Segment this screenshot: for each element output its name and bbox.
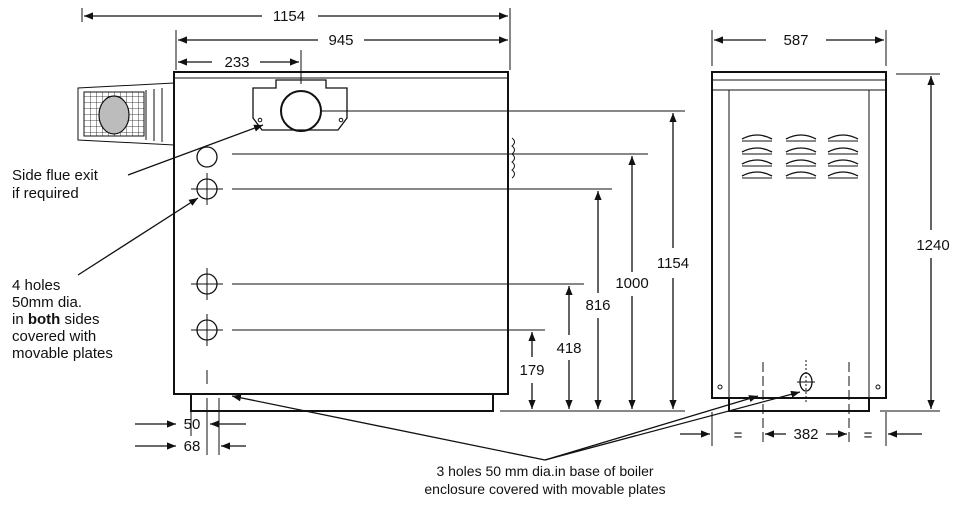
label-holes-1: 4 holes — [12, 277, 60, 294]
front-casing — [173, 71, 509, 395]
louvre-vents — [741, 134, 859, 179]
base-hole — [797, 360, 815, 404]
flue-terminal — [77, 82, 175, 146]
dim-flue-offset: 233 — [224, 54, 249, 71]
label-holes-5: movable plates — [12, 345, 113, 362]
label-holes-3: in both sides — [12, 311, 100, 328]
base-holes-callout: 3 holes 50 mm dia.in base of boiler encl… — [231, 390, 801, 497]
label-holes-4: covered with — [12, 328, 96, 345]
label-side-flue-1: Side flue exit — [12, 167, 99, 184]
front-view: 1154 945 233 1154 1000 816 418 179 50 68 — [12, 8, 689, 455]
dim-height-179: 179 — [519, 362, 544, 379]
dim-side-equal-left: = — [734, 427, 743, 444]
dim-case-width: 945 — [328, 32, 353, 49]
side-hole — [191, 268, 223, 300]
caption-line-2: enclosure covered with movable plates — [424, 481, 665, 497]
dim-height-1154: 1154 — [657, 255, 689, 272]
side-casing — [711, 71, 887, 399]
side-view: 587 1240 = 382 = — [680, 30, 950, 446]
side-hole — [191, 314, 223, 346]
caption-line-1: 3 holes 50 mm dia.in base of boiler — [436, 463, 653, 479]
dim-overall-width: 1154 — [273, 8, 305, 25]
side-plinth — [728, 397, 870, 412]
dim-side-equal-right: = — [864, 427, 873, 444]
dim-height-816: 816 — [585, 297, 610, 314]
dim-height-418: 418 — [556, 340, 581, 357]
dim-base-50: 50 — [184, 416, 201, 433]
label-holes-3-pre: in — [12, 311, 28, 328]
side-hole — [196, 146, 218, 168]
dim-base-spacing: 382 — [793, 426, 818, 443]
side-hole — [191, 173, 223, 205]
label-holes-3-post: sides — [60, 311, 99, 328]
dim-side-height: 1240 — [916, 237, 949, 254]
label-holes-2: 50mm dia. — [12, 294, 82, 311]
dim-side-width: 587 — [783, 32, 808, 49]
label-holes-3-bold: both — [28, 311, 60, 328]
label-side-flue-2: if required — [12, 185, 79, 202]
dim-base-68: 68 — [184, 438, 201, 455]
dim-height-1000: 1000 — [615, 275, 648, 292]
